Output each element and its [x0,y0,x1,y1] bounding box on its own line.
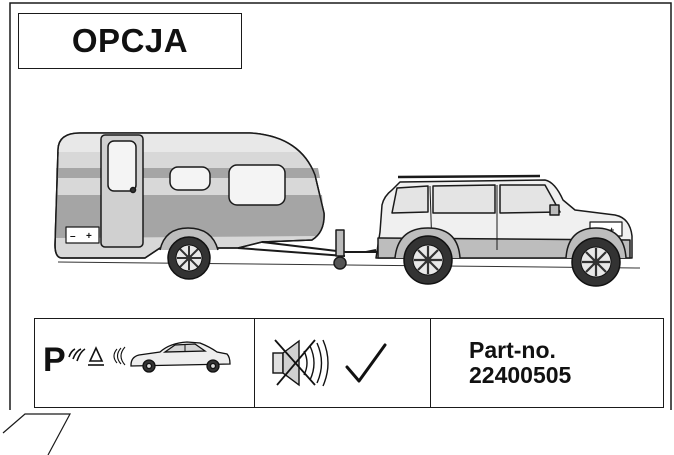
info-row: P [34,318,664,408]
svg-text:+: + [86,231,92,242]
suv-rear-wheel [404,236,452,284]
caravan-wheel [168,237,210,279]
parking-sensor-icon [35,319,255,407]
muted-speaker-checkmark-icon [255,319,431,407]
caravan-towing-illustration: – + [0,0,674,310]
suv-front-wheel [572,238,620,286]
sensor-wave-icon [69,349,85,361]
part-number-label: Part-no. [469,338,663,363]
parking-sensor-cell: P [35,319,255,407]
page-corner-mark [3,414,70,455]
ground-line [58,262,640,268]
checkmark-icon [347,345,385,381]
car-icon [131,342,230,372]
svg-text:–: – [70,231,76,242]
part-number-cell: Part-no. 22400505 [431,319,663,407]
sound-arcs-icon [114,347,125,365]
part-number-value: 22400505 [469,363,663,388]
no-sound-cell [255,319,431,407]
warning-triangle-icon [88,348,104,365]
caravan: – + [55,133,390,269]
